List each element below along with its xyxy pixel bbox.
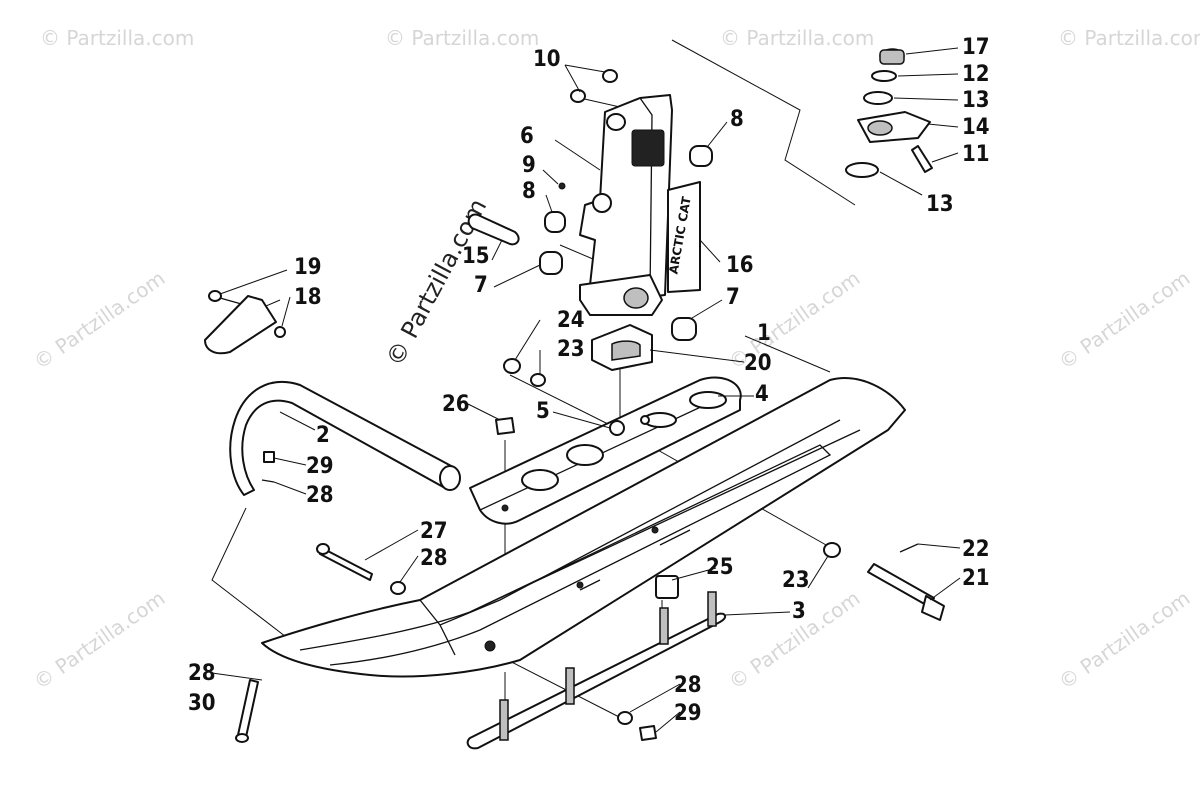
watermark: © Partzilla.com [1054, 586, 1194, 694]
watermark: © Partzilla.com [720, 26, 874, 50]
callout-8-lower: 8 [522, 179, 536, 204]
watermark: © Partzilla.com [1054, 266, 1194, 374]
callout-17: 17 [962, 35, 990, 60]
callout-29-bottom: 29 [674, 701, 702, 726]
callout-7-left: 7 [474, 273, 488, 298]
callout-21: 21 [962, 566, 990, 591]
callout-8-top: 8 [730, 107, 744, 132]
callout-leaders [211, 47, 961, 733]
callout-26: 26 [442, 392, 470, 417]
callout-20: 20 [744, 351, 772, 376]
watermark: © Partzilla.com [40, 26, 194, 50]
callout-30: 30 [188, 691, 216, 716]
callout-28-left: 28 [306, 483, 334, 508]
watermark: © Partzilla.com [1058, 26, 1200, 50]
callout-4: 4 [755, 382, 769, 407]
callout-6: 6 [520, 124, 534, 149]
ski-loop [229, 380, 461, 496]
callout-12: 12 [962, 62, 990, 87]
callout-19: 19 [294, 255, 322, 280]
ski-body [261, 377, 906, 678]
callout-28-mid: 28 [420, 546, 448, 571]
ski-saddle [469, 376, 742, 525]
callout-13-bottom: 13 [926, 192, 954, 217]
callout-1: 1 [757, 321, 771, 346]
watermark: © Partzilla.com [29, 266, 169, 374]
callout-24: 24 [557, 308, 585, 333]
callout-22: 22 [962, 537, 990, 562]
decal: ARCTIC CAT [666, 181, 701, 293]
callout-2: 2 [316, 423, 330, 448]
callout-29-left: 29 [306, 454, 334, 479]
callout-16: 16 [726, 253, 754, 278]
watermark: © Partzilla.com [29, 586, 169, 694]
callout-9: 9 [522, 153, 536, 178]
wear-bar [466, 591, 726, 750]
callout-23-right: 23 [782, 568, 810, 593]
callout-27: 27 [420, 519, 448, 544]
callout-labels: 10 6 8 9 8 15 7 16 7 1 20 4 5 24 23 26 2… [188, 35, 990, 726]
callout-5: 5 [536, 399, 550, 424]
callout-23-top: 23 [557, 337, 585, 362]
callout-11: 11 [962, 142, 990, 167]
callout-7-right: 7 [726, 285, 740, 310]
callout-10: 10 [533, 47, 561, 72]
callout-25: 25 [706, 555, 734, 580]
callout-28-bottom: 28 [674, 673, 702, 698]
callout-15: 15 [462, 244, 490, 269]
callout-18: 18 [294, 285, 322, 310]
spindle [579, 94, 673, 316]
callout-28-far: 28 [188, 661, 216, 686]
callout-13-top: 13 [962, 88, 990, 113]
callout-14: 14 [962, 115, 990, 140]
watermark: © Partzilla.com [385, 26, 539, 50]
hardware [204, 48, 945, 743]
callout-3: 3 [792, 599, 806, 624]
